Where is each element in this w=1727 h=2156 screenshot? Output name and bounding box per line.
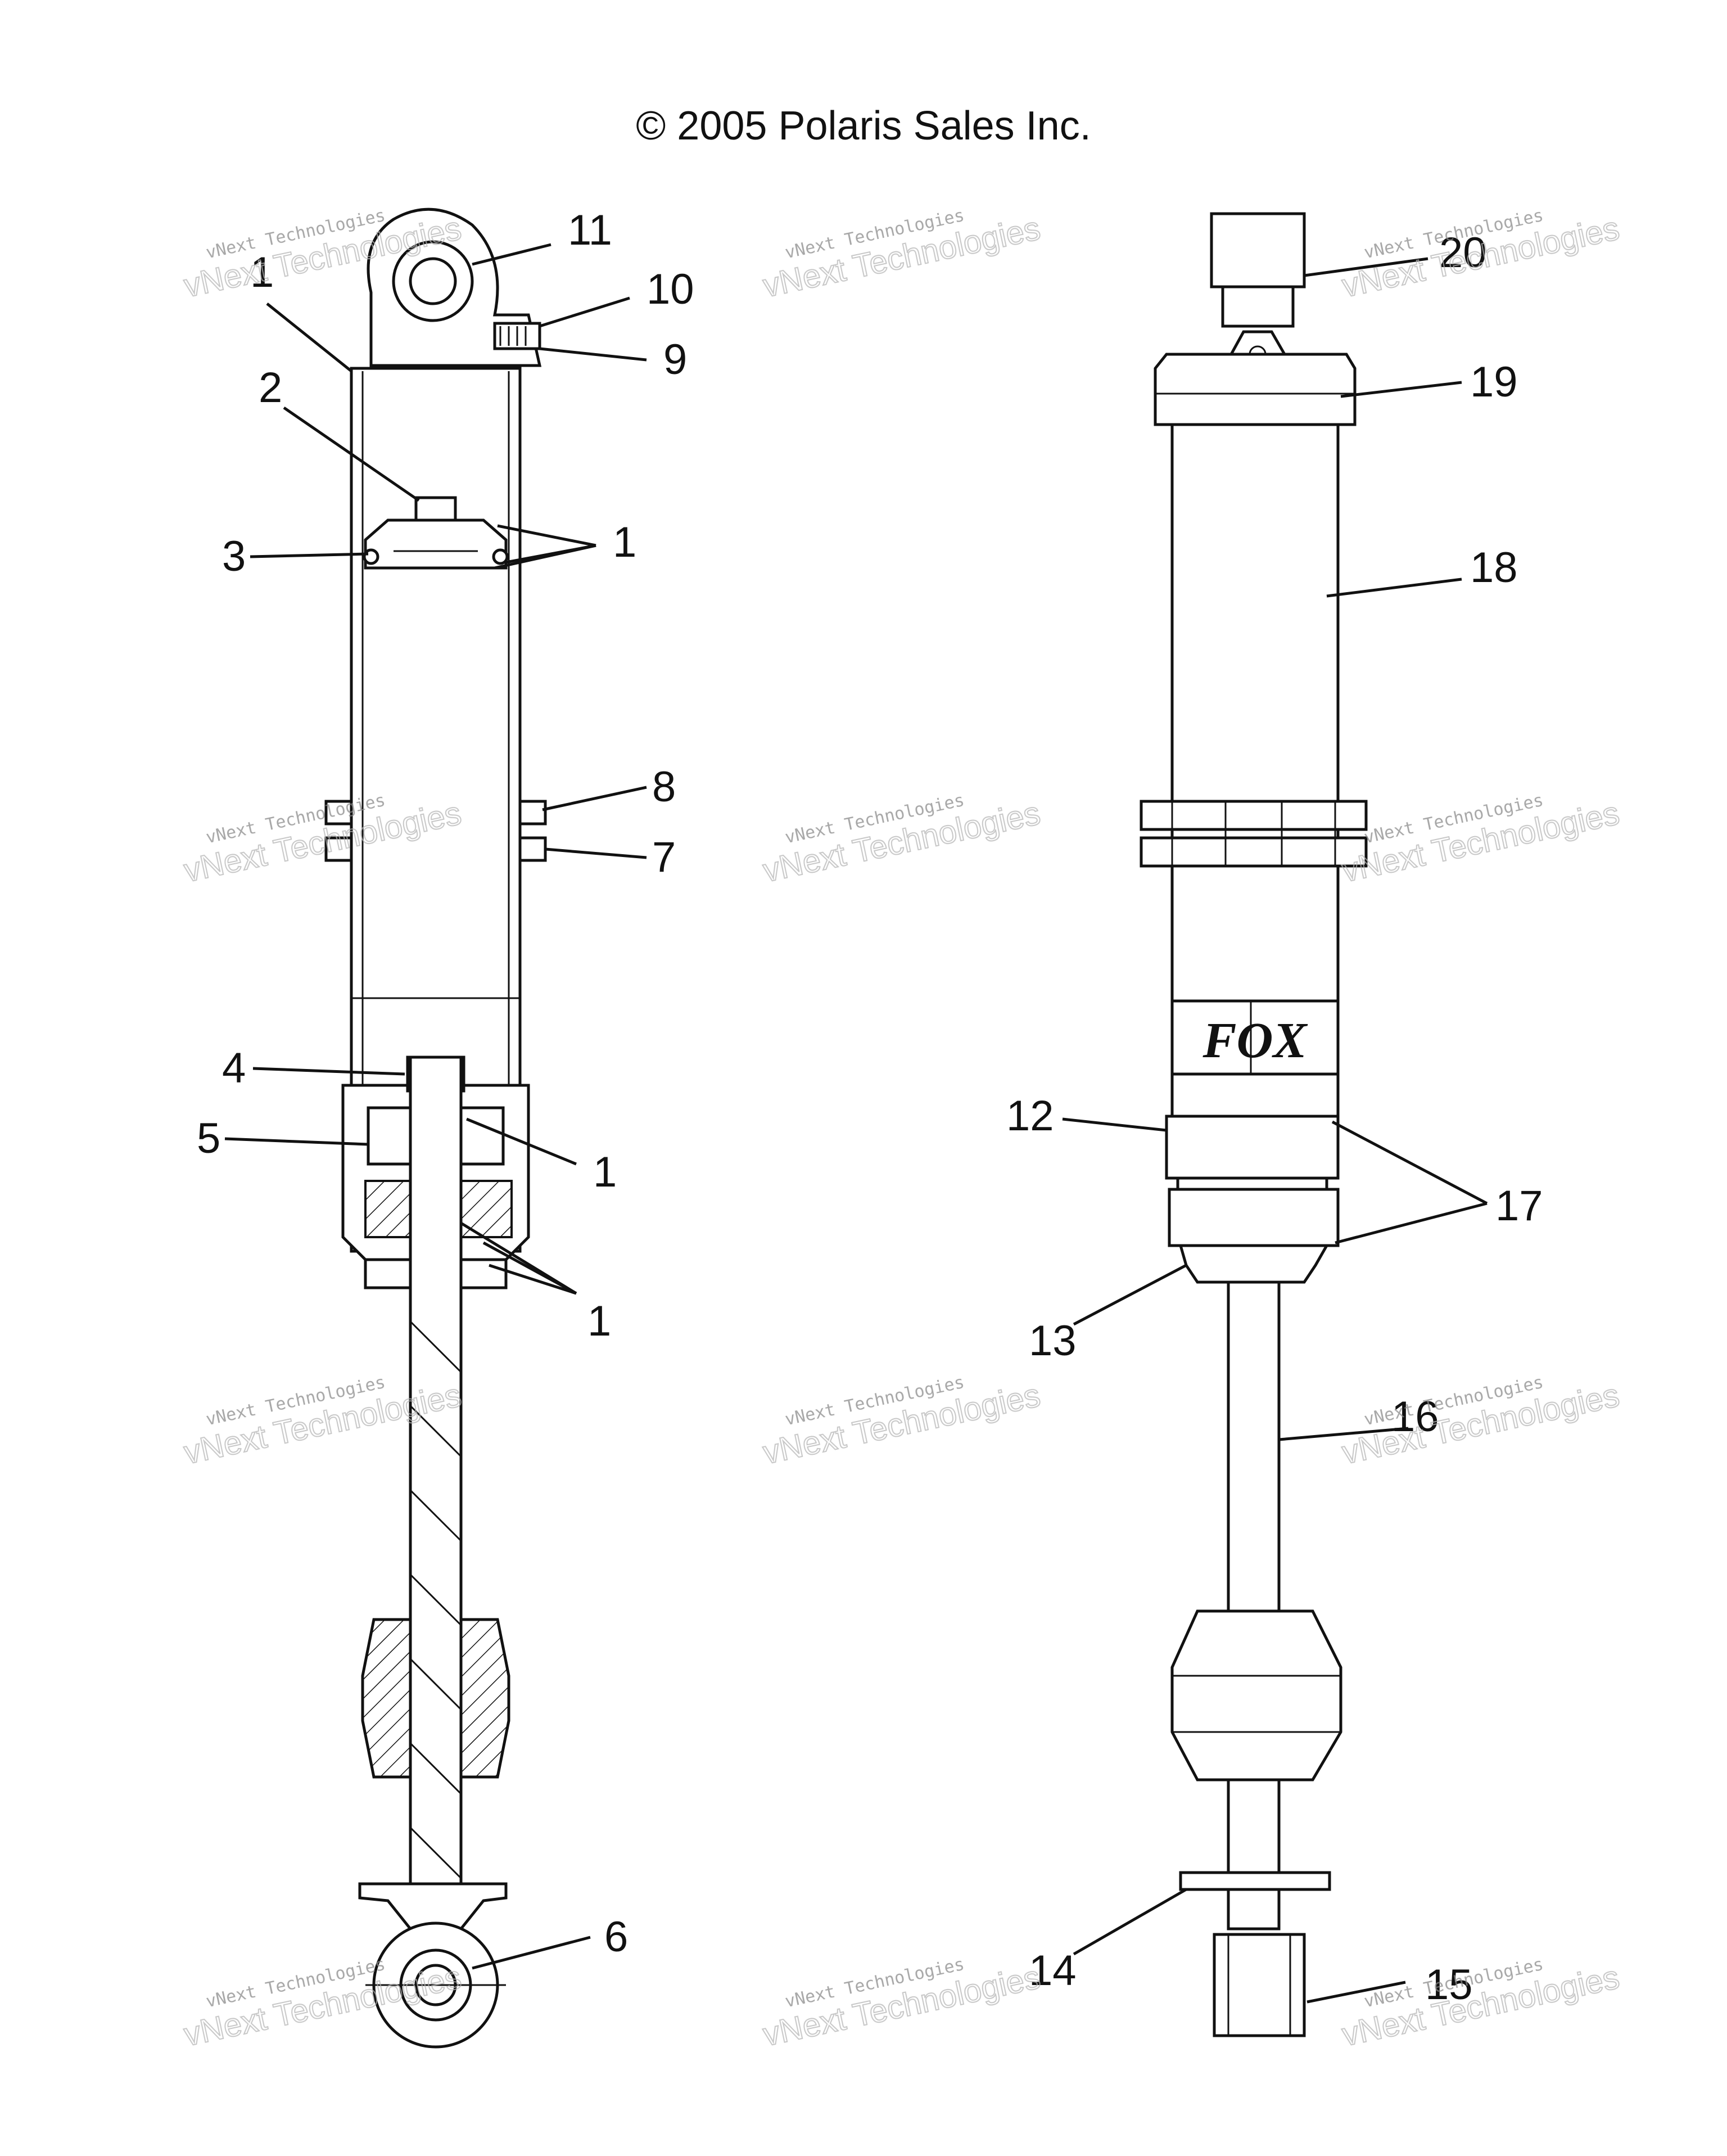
shaft-wiper <box>1178 1244 1330 1284</box>
upper-eyelet-bore <box>409 257 457 305</box>
right-leader-lines <box>1062 257 1488 2004</box>
callout-4: 4 <box>222 1044 246 1092</box>
seal-head-hatch-right <box>454 1180 513 1238</box>
left-shock-cross-section <box>324 208 547 2049</box>
lower-eyelet-exterior <box>1213 1933 1306 2037</box>
bump-stop-right <box>459 1618 510 1779</box>
callout-9: 9 <box>663 336 687 384</box>
seal-housing <box>1168 1188 1340 1247</box>
callout-15: 15 <box>1425 1961 1473 2009</box>
callout-17: 17 <box>1495 1182 1543 1230</box>
floating-piston <box>364 518 508 570</box>
clamp-lower-left <box>324 836 353 862</box>
clamp-upper-left <box>324 800 353 826</box>
callout-19: 19 <box>1470 358 1518 406</box>
callout-7: 7 <box>652 833 676 881</box>
callout-8: 8 <box>652 763 676 811</box>
callout-13: 13 <box>1029 1317 1077 1365</box>
callout-12: 12 <box>1006 1092 1054 1140</box>
shock-shaft <box>409 1056 463 1936</box>
callout-10: 10 <box>647 265 694 313</box>
brand-decal <box>1170 999 1340 1076</box>
spring-seat <box>1179 1871 1331 1891</box>
callout-14: 14 <box>1029 1947 1077 1995</box>
bump-stop-exterior <box>1170 1609 1342 1781</box>
top-eyelet-block <box>1210 212 1306 288</box>
callout-5: 5 <box>197 1115 220 1162</box>
callout-1-piston: 1 <box>613 518 636 566</box>
callout-1-main: 1 <box>593 1148 617 1196</box>
callout-11: 11 <box>568 206 612 254</box>
bearing-cap-exterior <box>1165 1115 1340 1180</box>
preload-ring-upper <box>1140 800 1368 831</box>
right-callouts: 20 19 18 12 17 13 16 14 15 <box>1006 229 1543 2009</box>
bump-stop-left <box>361 1618 412 1779</box>
callout-3: 3 <box>222 533 246 580</box>
copyright-text: © 2005 Polaris Sales Inc. <box>636 103 1091 148</box>
callout-1-top: 1 <box>250 249 274 296</box>
callout-20: 20 <box>1439 229 1487 277</box>
left-leader-lines <box>224 243 647 1970</box>
left-callouts: 11 10 9 1 2 1 3 8 7 4 5 1 1 6 <box>197 206 694 1961</box>
callout-16: 16 <box>1391 1393 1439 1441</box>
callout-2: 2 <box>259 364 282 412</box>
clamp-lower-right <box>518 836 547 862</box>
callout-1-seal: 1 <box>587 1297 611 1345</box>
callout-6: 6 <box>604 1913 628 1961</box>
floating-piston-screw <box>414 496 457 522</box>
callout-18: 18 <box>1470 544 1518 592</box>
body-cap <box>1154 353 1357 426</box>
preload-ring-lower <box>1140 836 1368 868</box>
clamp-upper-right <box>518 800 547 826</box>
shaft-exterior <box>1227 1280 1281 1931</box>
right-shock-exterior: FOX <box>1140 212 1368 2037</box>
brand-decal-text: FOX <box>1202 1013 1308 1068</box>
